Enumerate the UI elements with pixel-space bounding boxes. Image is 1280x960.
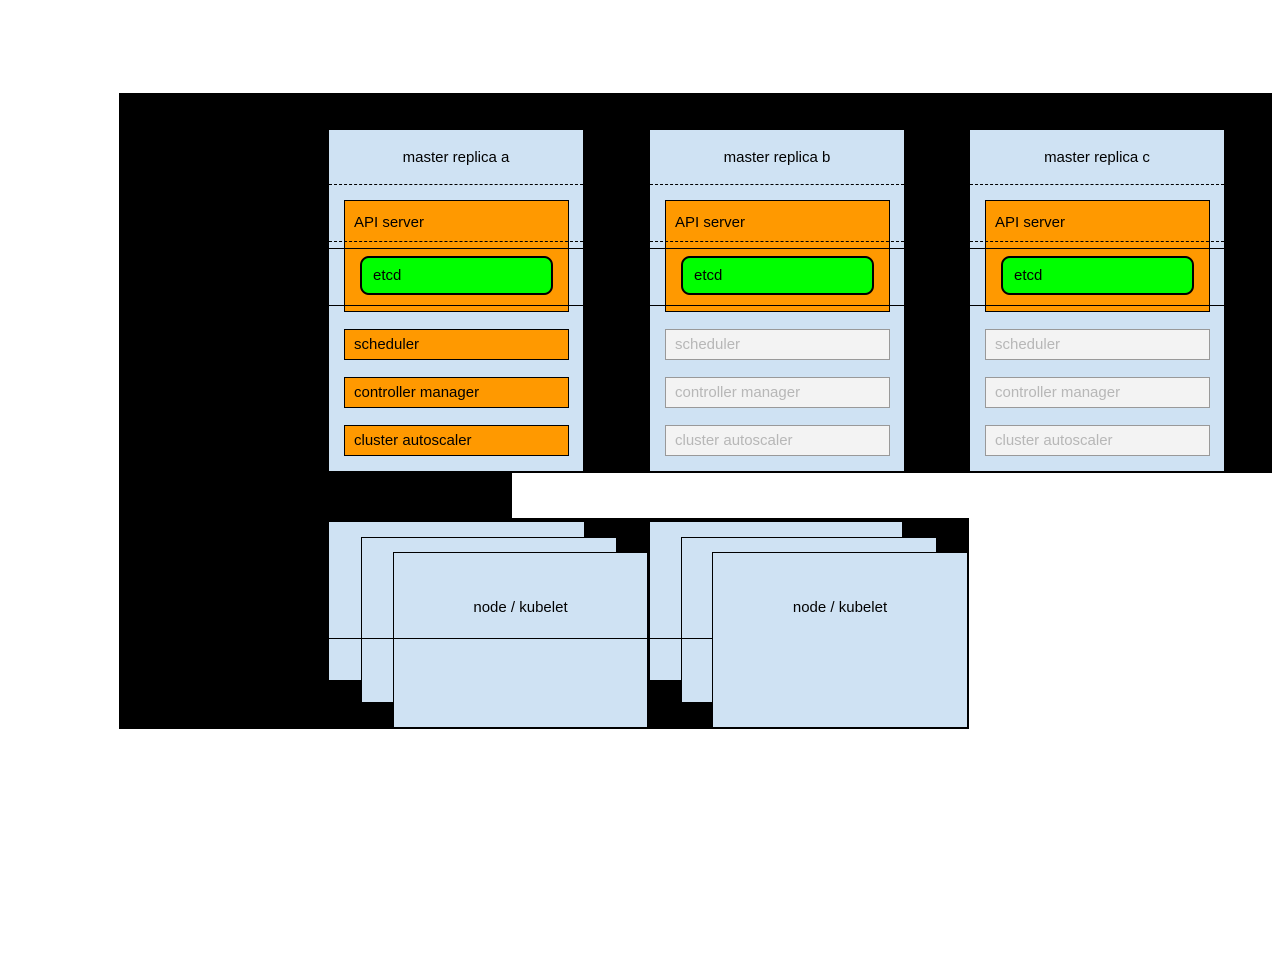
controller-manager-box: controller manager	[344, 377, 569, 408]
scheduler-label: scheduler	[354, 336, 420, 353]
etcd-box: etcd	[681, 256, 874, 295]
solid-separator	[650, 305, 904, 306]
api-server-label: API server	[675, 214, 746, 231]
solid-separator	[329, 305, 583, 306]
cluster-autoscaler-box: cluster autoscaler	[344, 425, 569, 456]
controller-manager-box: controller manager	[665, 377, 890, 408]
dashed-separator	[650, 241, 904, 242]
dashed-separator	[970, 241, 1224, 242]
scheduler-box: scheduler	[344, 329, 569, 360]
master-replica-c-title: master replica c	[1044, 148, 1150, 166]
dashed-separator	[329, 241, 583, 242]
dashed-separator	[329, 184, 583, 185]
etcd-label: etcd	[373, 267, 402, 284]
master-replica-b-panel: master replica b API server etcd schedul…	[649, 129, 905, 472]
scheduler-label: scheduler	[995, 336, 1061, 353]
dashed-separator	[650, 184, 904, 185]
etcd-label: etcd	[1014, 267, 1043, 284]
node-kubelet-label: node / kubelet	[792, 599, 888, 616]
master-replica-a-panel: master replica a API server etcd schedul…	[328, 129, 584, 472]
cluster-autoscaler-box: cluster autoscaler	[985, 425, 1210, 456]
node-title-divider-line	[328, 638, 712, 639]
cluster-autoscaler-label: cluster autoscaler	[995, 432, 1113, 449]
solid-separator	[970, 305, 1224, 306]
etcd-box: etcd	[1001, 256, 1194, 295]
etcd-box: etcd	[360, 256, 553, 295]
node-kubelet-label: node / kubelet	[473, 599, 568, 616]
master-replica-b-title: master replica b	[723, 148, 831, 166]
cluster-autoscaler-label: cluster autoscaler	[675, 432, 793, 449]
solid-separator	[970, 248, 1224, 249]
dashed-separator	[970, 184, 1224, 185]
cluster-autoscaler-label: cluster autoscaler	[354, 432, 472, 449]
node-stack-right-front: node / kubelet	[712, 552, 968, 728]
scheduler-label: scheduler	[675, 336, 741, 353]
controller-manager-label: controller manager	[995, 384, 1121, 401]
solid-separator	[329, 248, 583, 249]
api-server-label: API server	[995, 214, 1066, 231]
node-stack-left-front: node / kubelet	[393, 552, 648, 728]
etcd-label: etcd	[694, 267, 723, 284]
api-server-label: API server	[354, 214, 425, 231]
scheduler-box: scheduler	[985, 329, 1210, 360]
solid-separator	[650, 248, 904, 249]
master-replica-c-panel: master replica c API server etcd schedul…	[969, 129, 1225, 472]
master-replica-a-title: master replica a	[402, 148, 510, 166]
scheduler-box: scheduler	[665, 329, 890, 360]
controller-manager-box: controller manager	[985, 377, 1210, 408]
cluster-autoscaler-box: cluster autoscaler	[665, 425, 890, 456]
controller-manager-label: controller manager	[675, 384, 801, 401]
controller-manager-label: controller manager	[354, 384, 480, 401]
